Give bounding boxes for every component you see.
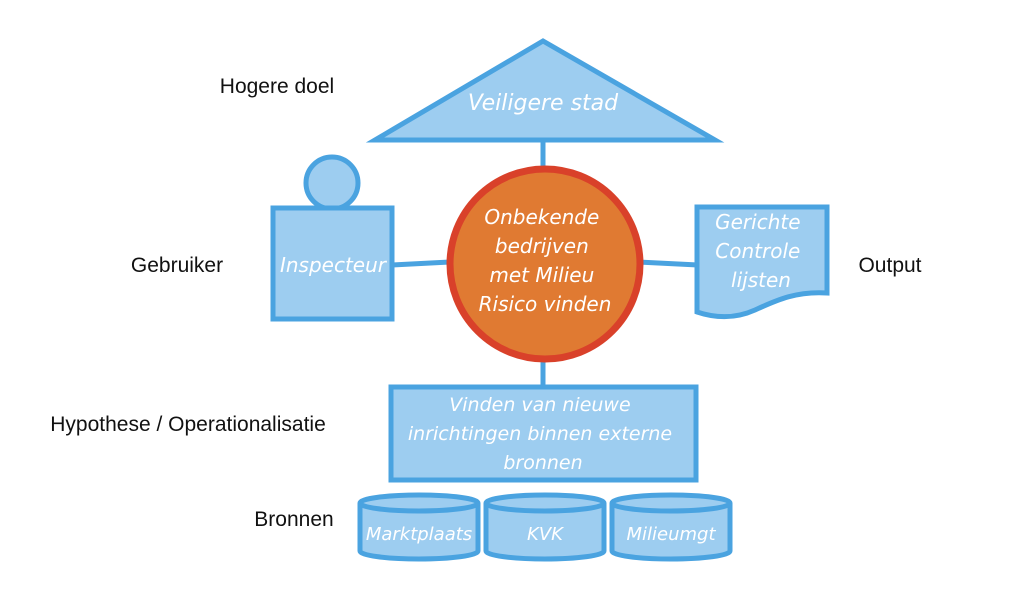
document-shape: [694, 204, 830, 320]
source-label: KVK: [527, 524, 564, 545]
center-circle: [446, 165, 644, 363]
source-cylinder-kvk: KVK: [483, 492, 607, 562]
document-text: Gerichte Controle lijsten: [715, 210, 807, 292]
person-head: [303, 154, 361, 212]
hypothesis-box: [388, 384, 699, 483]
center-line: Risico vinden: [479, 292, 612, 316]
label-output: Output: [858, 254, 921, 277]
output-connector: [637, 259, 699, 268]
hypothesis-text: Vinden van nieuwe inrichtingen binnen ex…: [408, 394, 678, 474]
label-sources: Bronnen: [254, 508, 333, 531]
hypothesis-line: inrichtingen binnen externe: [408, 423, 672, 445]
label-higher-goal: Hogere doel: [220, 75, 334, 98]
document-line: lijsten: [731, 268, 791, 292]
person-text: Inspecteur: [280, 253, 388, 277]
source-label: Marktplaats: [366, 524, 472, 545]
source-cylinder-milieumgt: Milieumgt: [609, 492, 733, 562]
document-line: Controle: [715, 239, 800, 263]
center-line: bedrijven: [495, 234, 589, 258]
source-label: Milieumgt: [626, 524, 716, 545]
roof-triangle: [365, 38, 725, 143]
label-hypothesis: Hypothese / Operationalisatie: [50, 413, 326, 436]
hypothesis-line: Vinden van nieuwe: [449, 394, 630, 416]
person-body: [270, 205, 395, 322]
document-line: Gerichte: [715, 210, 800, 234]
label-user: Gebruiker: [131, 254, 223, 277]
center-text: Onbekende bedrijven met Milieu Risico vi…: [479, 205, 612, 316]
roof-text: Veiligere stad: [468, 91, 619, 116]
center-line: met Milieu: [489, 263, 594, 287]
user-connector: [391, 259, 451, 268]
center-line: Onbekende: [484, 205, 599, 229]
source-cylinder-marktplaats: Marktplaats: [357, 492, 481, 562]
hypothesis-line: bronnen: [503, 452, 582, 474]
